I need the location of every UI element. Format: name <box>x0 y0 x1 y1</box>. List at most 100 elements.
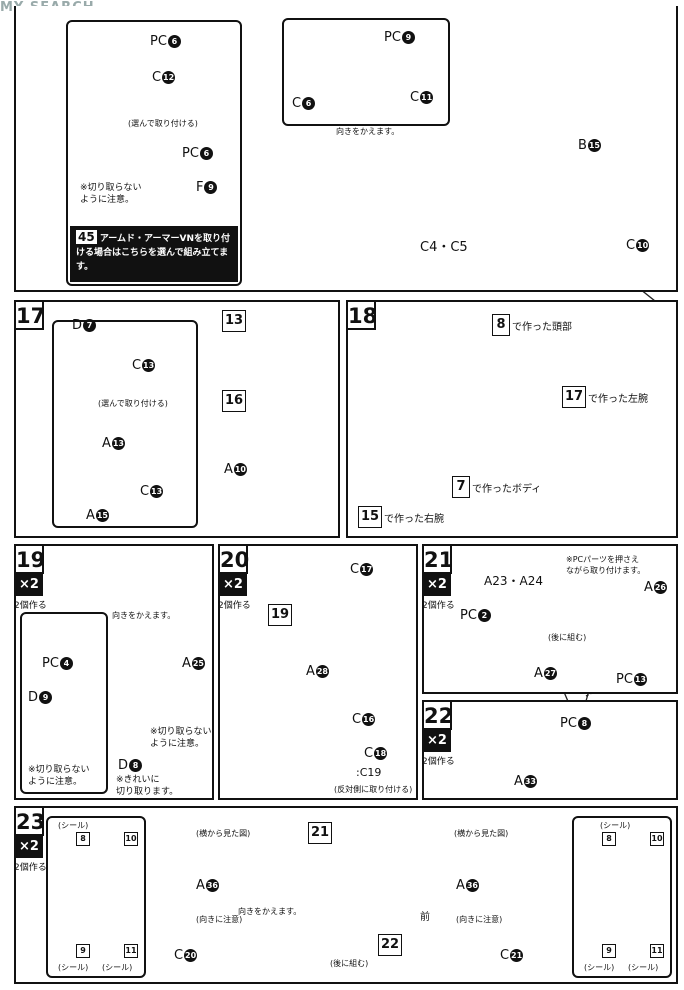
side-view-label-right: (横から見た図) <box>454 829 509 838</box>
seal-11-left: 11 <box>124 944 138 958</box>
step-19-sub-box <box>20 612 108 794</box>
step-22-number: 22 <box>422 700 453 730</box>
step-21-make-two: 2個作る <box>422 601 455 611</box>
ref-19: 19 <box>268 604 292 626</box>
seal-11-right: 11 <box>650 944 664 958</box>
step-21-number: 21 <box>422 544 453 574</box>
step-19-trim-note: ※きれいに 切り取ります。 <box>116 775 179 797</box>
body-caption: で作ったボディ <box>472 484 542 495</box>
step-19-turn-note: 向きをかえます。 <box>112 611 176 620</box>
armed-armor-note: 45 アームド・アーマーVNを取り付ける場合はこちらを選んで組み立てます。 <box>70 226 238 282</box>
ref-13: 13 <box>222 310 246 332</box>
step-19-cut-note-b: ※切り取らない ように注意。 <box>150 727 212 749</box>
ref-8: 8 <box>492 314 510 336</box>
ref-16: 16 <box>222 390 246 412</box>
pc-hold-note: ※PCパーツを押さえ ながら取り付けます。 <box>566 555 646 575</box>
assemble-later-note: (後に組む) <box>548 633 587 642</box>
orientation-note-left: (向きに注意) <box>196 915 243 924</box>
step-17-number: 17 <box>14 300 45 330</box>
seal-label-top-right: (シール) <box>600 821 631 830</box>
step-22-make-two: 2個作る <box>422 757 455 767</box>
seal-10-right: 10 <box>650 832 664 846</box>
seal-label-top-left: (シール) <box>58 821 89 830</box>
label-c19: :C19 <box>356 766 382 779</box>
step-23-number: 23 <box>14 806 45 836</box>
label-c4-c5: C4・C5 <box>420 240 468 255</box>
step-20-x2-badge: ×2 <box>219 574 247 596</box>
step-23-make-two: 2個作る <box>14 863 47 873</box>
orientation-note-right: (向きに注意) <box>456 915 503 924</box>
seal-label-bottom-left-2: (シール) <box>102 963 133 972</box>
seal-10-left: 10 <box>124 832 138 846</box>
seal-8-right: 8 <box>602 832 616 846</box>
cut-note: ※切り取らない ように注意。 <box>80 183 142 205</box>
seal-label-bottom-right: (シール) <box>584 963 615 972</box>
step-17-choice-box <box>52 320 198 528</box>
turn-note: 向きをかえます。 <box>336 127 400 136</box>
step-19-cut-note-a: ※切り取らない ように注意。 <box>28 765 90 787</box>
ref-7: 7 <box>452 476 470 498</box>
seal-8-left: 8 <box>76 832 90 846</box>
note-ref-number: 45 <box>76 230 97 244</box>
seal-label-bottom-right-2: (シール) <box>628 963 659 972</box>
choose-note: (選んで取り付ける) <box>128 119 198 128</box>
step-18-panel <box>346 300 678 538</box>
right-arm-caption: で作った右腕 <box>384 514 444 525</box>
step-20-number: 20 <box>218 544 249 574</box>
step-23-assemble-later: (後に組む) <box>330 959 369 968</box>
seal-9-right: 9 <box>602 944 616 958</box>
seal-9-left: 9 <box>76 944 90 958</box>
step-20-make-two: 2個作る <box>218 601 251 611</box>
side-view-label-left: (横から見た図) <box>196 829 251 838</box>
ref-15: 15 <box>358 506 382 528</box>
ref-22: 22 <box>378 934 402 956</box>
ref-21: 21 <box>308 822 332 844</box>
step-17-choose-note: (選んで取り付ける) <box>98 399 168 408</box>
ref-17: 17 <box>562 386 586 408</box>
front-label: 前 <box>420 912 430 923</box>
step-18-number: 18 <box>346 300 377 330</box>
step-22-panel <box>422 700 678 800</box>
label-a23-a24: A23・A24 <box>484 574 543 588</box>
note-text: アームド・アーマーVNを取り付ける場合はこちらを選んで組み立てます。 <box>76 234 230 272</box>
step-22-x2-badge: ×2 <box>423 730 451 752</box>
step-19-make-two: 2個作る <box>14 601 47 611</box>
head-caption: で作った頭部 <box>512 322 572 333</box>
left-arm-caption: で作った左腕 <box>588 394 648 405</box>
seal-label-bottom-left: (シール) <box>58 963 89 972</box>
step-23-x2-badge: ×2 <box>15 836 43 858</box>
step-23-turn-note: 向きをかえます。 <box>238 907 302 916</box>
step-19-number: 19 <box>14 544 45 574</box>
